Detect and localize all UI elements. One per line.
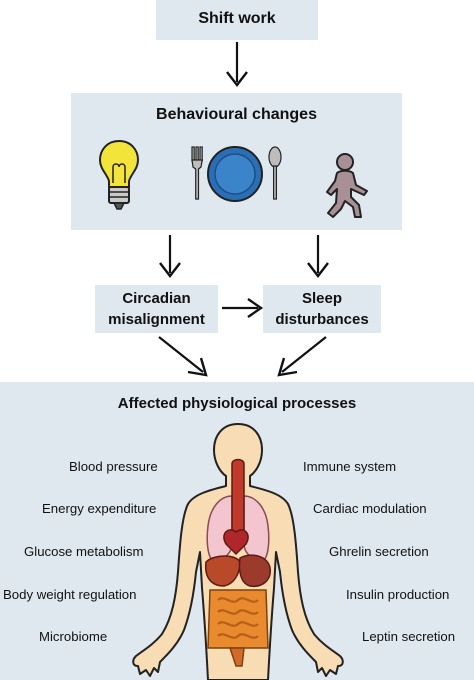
left-label-energy-expenditure: Energy expenditure xyxy=(42,501,157,516)
right-label-ghrelin-secretion: Ghrelin secretion xyxy=(329,544,429,559)
arrow-circadian-to-physiology xyxy=(158,336,208,377)
behavioural-changes-title: Behavioural changes xyxy=(156,106,317,123)
shift-work-box: Shift work xyxy=(156,0,318,40)
circadian-line1: Circadian xyxy=(122,290,191,307)
sleep-disturbances-box: Sleep disturbances xyxy=(263,285,381,333)
right-label-immune-system: Immune system xyxy=(303,459,397,474)
arrow-behavioural-to-circadian xyxy=(159,235,181,278)
arrow-behavioural-to-sleep xyxy=(307,235,329,278)
arrow-shift-to-behavioural xyxy=(226,42,248,87)
physiological-processes-box: Affected physiological processes Blood p… xyxy=(0,382,474,680)
arrow-circadian-to-sleep xyxy=(222,298,264,318)
left-label-body-weight-regulation: Body weight regulation xyxy=(3,587,137,602)
behavioural-changes-box: Behavioural changes xyxy=(71,93,402,230)
shift-work-label: Shift work xyxy=(198,10,276,27)
circadian-line2: misalignment xyxy=(108,311,205,328)
sleep-line2: disturbances xyxy=(275,311,369,328)
left-label-microbiome: Microbiome xyxy=(39,629,108,644)
right-label-cardiac-modulation: Cardiac modulation xyxy=(313,501,427,516)
left-label-glucose-metabolism: Glucose metabolism xyxy=(24,544,144,559)
human-body-icon xyxy=(132,423,344,680)
left-label-blood-pressure: Blood pressure xyxy=(69,459,158,474)
arrow-sleep-to-physiology xyxy=(277,336,327,377)
plate-cutlery-icon xyxy=(191,146,282,202)
light-bulb-icon xyxy=(98,139,140,210)
walking-person-icon xyxy=(326,153,368,218)
physiological-processes-title: Affected physiological processes xyxy=(117,395,357,412)
sleep-line1: Sleep xyxy=(301,290,343,307)
circadian-misalignment-box: Circadian misalignment xyxy=(95,285,218,333)
right-label-insulin-production: Insulin production xyxy=(346,587,450,602)
right-label-leptin-secretion: Leptin secretion xyxy=(362,629,456,644)
